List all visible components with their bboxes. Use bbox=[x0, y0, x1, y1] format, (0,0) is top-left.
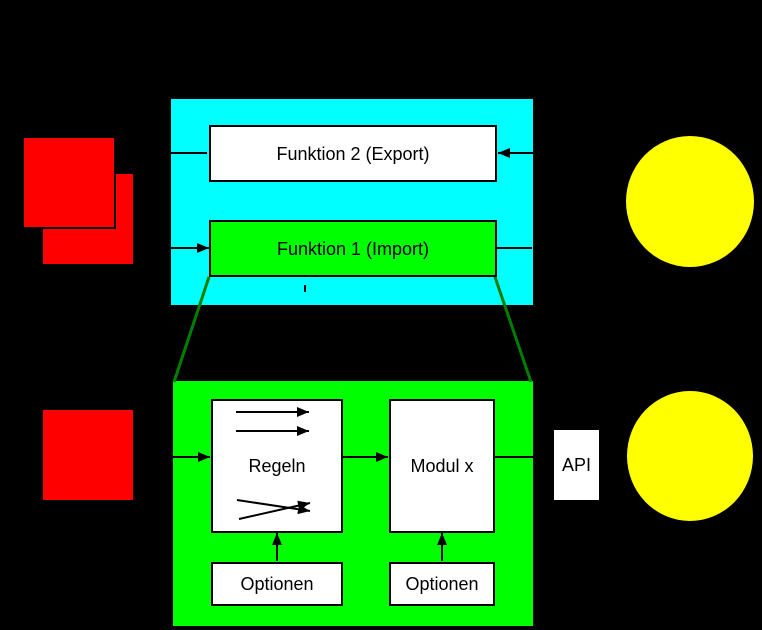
rules-label: Regeln bbox=[248, 456, 306, 476]
source-file-square-lower bbox=[41, 408, 135, 502]
function2-box: Funktion 2 (Export) bbox=[209, 125, 497, 182]
options-left-label: Optionen bbox=[240, 574, 314, 594]
target-circle-bottom bbox=[627, 391, 753, 521]
function1-label: Funktion 1 (Import) bbox=[276, 238, 430, 259]
api-label: API bbox=[561, 455, 591, 475]
options-left-box: Optionen bbox=[211, 562, 343, 606]
target-circle-top bbox=[626, 136, 754, 267]
module-label: Modul x bbox=[410, 456, 474, 476]
function2-label: Funktion 2 (Export) bbox=[276, 143, 430, 164]
source-file-front-square bbox=[22, 136, 116, 229]
options-right-box: Optionen bbox=[389, 562, 495, 606]
rules-box: Regeln bbox=[211, 399, 343, 533]
function1-box: Funktion 1 (Import) bbox=[209, 220, 497, 277]
options-right-label: Optionen bbox=[405, 574, 479, 594]
api-box: API bbox=[552, 428, 601, 502]
module-box: Modul x bbox=[389, 399, 495, 533]
stray-mark bbox=[304, 285, 306, 292]
